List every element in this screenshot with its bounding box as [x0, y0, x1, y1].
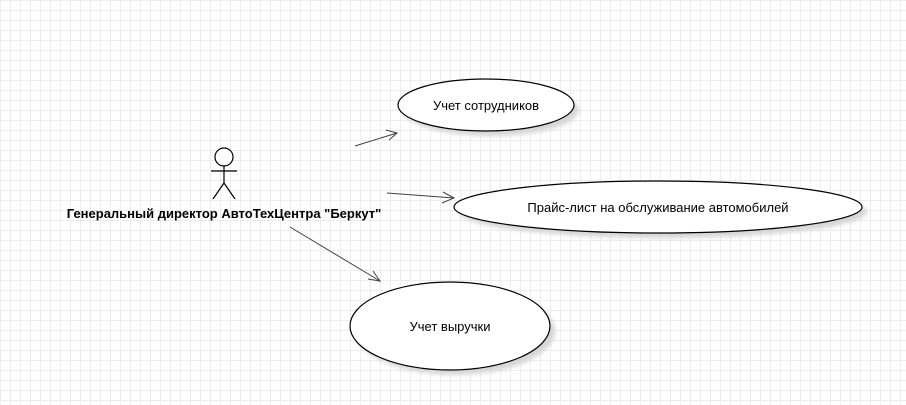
- actor-head: [214, 147, 234, 167]
- use-case-pricelist-label: Прайс-лист на обслуживание автомобилей: [527, 200, 788, 215]
- association-revenue[interactable]: [289, 226, 382, 282]
- actor-leg-left: [212, 182, 225, 200]
- association-employees[interactable]: [354, 129, 399, 147]
- use-case-pricelist[interactable]: Прайс-лист на обслуживание автомобилей: [453, 180, 867, 238]
- use-case-employees[interactable]: Учет сотрудников: [397, 78, 579, 136]
- actor-icon[interactable]: [211, 147, 237, 200]
- use-case-revenue-label: Учет выручки: [410, 319, 491, 334]
- use-case-employees-label: Учет сотрудников: [433, 98, 539, 113]
- association-pricelist[interactable]: [386, 191, 456, 204]
- actor-label: Генеральный директор АвтоТехЦентра "Берк…: [67, 206, 382, 221]
- use-case-revenue[interactable]: Учет выручки: [349, 281, 555, 375]
- actor-leg-right: [223, 182, 236, 200]
